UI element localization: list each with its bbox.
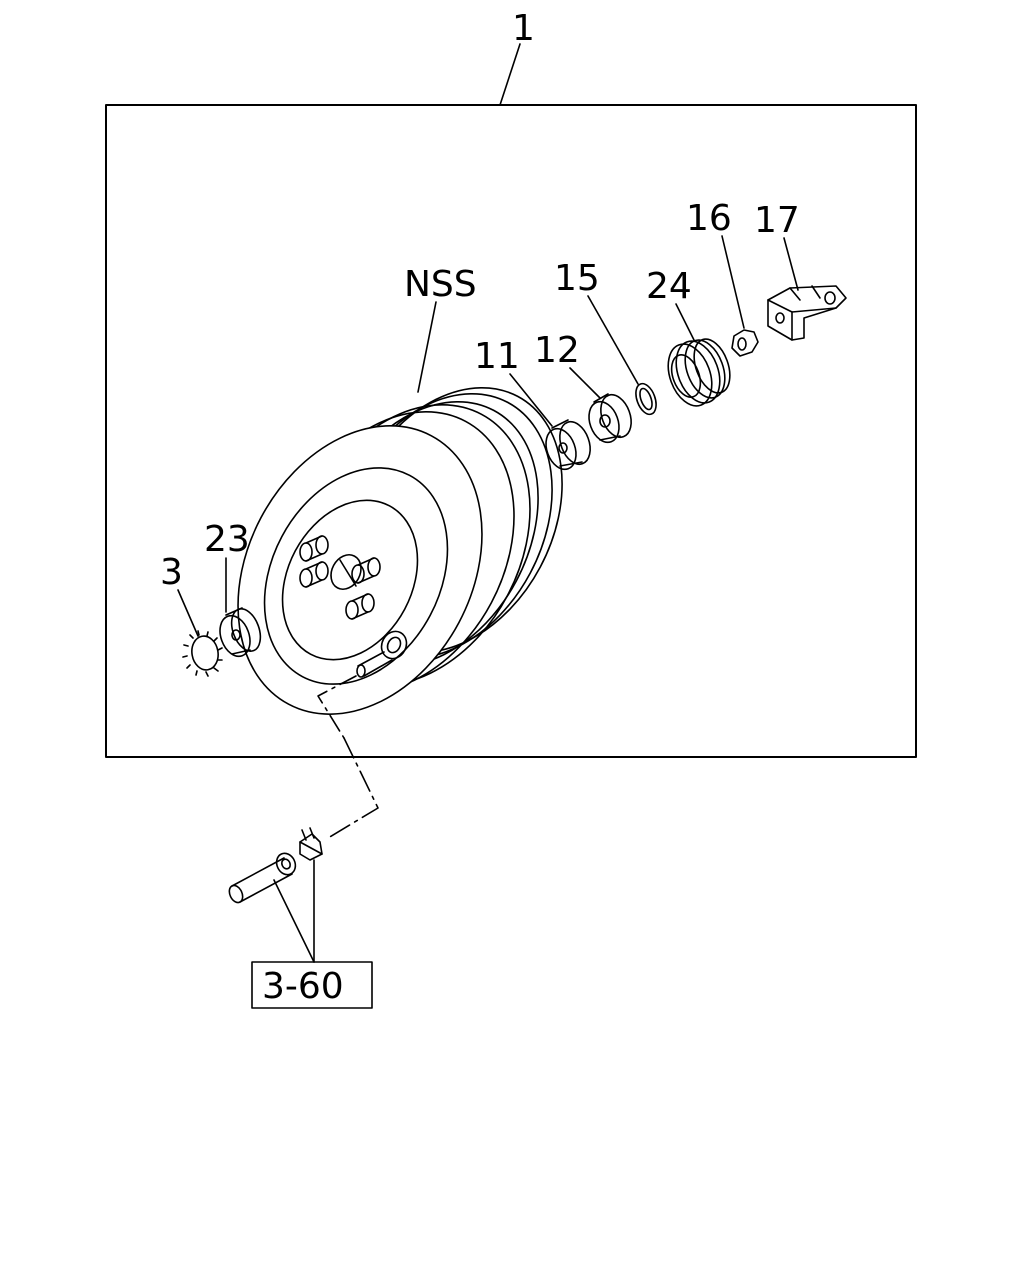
part-15-o-ring[interactable]: 15 [554, 258, 660, 417]
callout-1-label: 1 [512, 8, 535, 49]
brake-booster[interactable] [190, 349, 606, 756]
callout-23-label: 23 [204, 519, 250, 560]
callout-15-label: 15 [554, 258, 600, 299]
callout-24-label: 24 [646, 266, 692, 307]
part-3-lock-washer[interactable]: 3 [160, 552, 223, 677]
part-12-ring[interactable]: 12 [534, 330, 637, 447]
reference-3-60-label: 3-60 [262, 966, 344, 1007]
booster-stud [299, 535, 329, 562]
part-17-clevis[interactable]: 17 [754, 200, 847, 341]
part-24-boot[interactable]: 24 [646, 266, 737, 412]
booster-stud [351, 557, 381, 584]
callout-16-label: 16 [686, 198, 732, 239]
callout-nss[interactable]: NSS [404, 264, 477, 393]
booster-stud [345, 593, 375, 620]
reference-leader [273, 859, 315, 963]
part-23-bushing[interactable]: 23 [204, 519, 266, 661]
part-11-spacer[interactable]: 11 [474, 336, 596, 474]
booster-stud [299, 561, 329, 588]
assembly-frame [105, 104, 917, 758]
callout-11-label: 11 [474, 336, 520, 377]
callout-12-label: 12 [534, 330, 580, 371]
reference-3-60[interactable]: 3-60 [251, 961, 373, 1009]
callout-3-label: 3 [160, 552, 183, 593]
vacuum-hose-fitting[interactable] [227, 827, 323, 905]
part-16-nut[interactable]: 16 [686, 198, 759, 357]
vacuum-fitting [356, 630, 408, 678]
callout-1[interactable]: 1 [499, 8, 535, 106]
callout-17-label: 17 [754, 200, 800, 241]
callout-nss-label: NSS [404, 264, 477, 305]
vacuum-line-leader [317, 675, 379, 839]
